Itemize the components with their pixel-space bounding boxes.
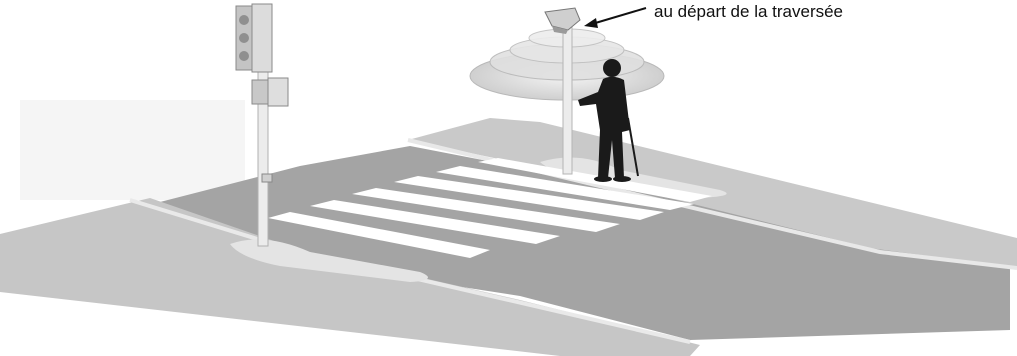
traffic-light-icon: [236, 4, 272, 72]
push-button-box: [262, 174, 272, 182]
pedestrian-signal-icon: [252, 78, 288, 106]
traffic-light-pole: [258, 50, 268, 246]
annotation-label: au départ de la traversée: [654, 2, 843, 22]
beacon-pole: [563, 24, 572, 174]
annotation-arrow: [584, 8, 646, 28]
background-plate: [20, 100, 245, 200]
